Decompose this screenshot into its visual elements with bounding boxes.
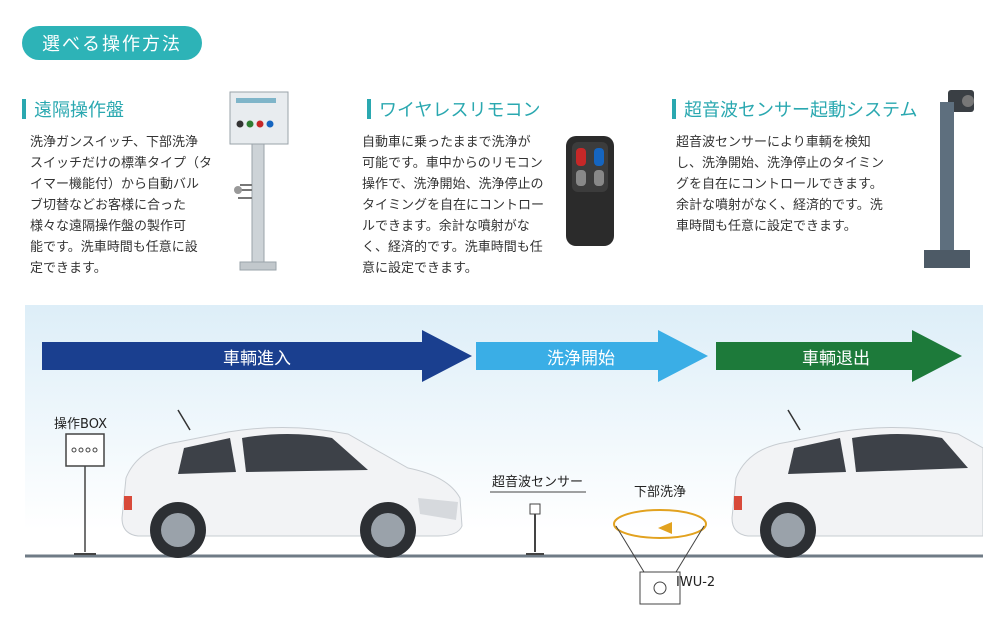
operation-box-label: 操作BOX	[54, 417, 107, 432]
step-label-vehicle-exit: 車輌退出	[802, 348, 870, 369]
section-title-text: 超音波センサー起動システム	[684, 100, 918, 121]
title-bar	[367, 99, 371, 119]
step-label-vehicle-entry: 車輌進入	[223, 348, 291, 369]
operation-box-icon	[65, 433, 105, 555]
ultrasonic-sensor-icon	[490, 491, 586, 555]
iwu-unit-label: IWU-2	[676, 575, 716, 590]
car-entering-icon	[121, 409, 463, 558]
section-description: 超音波センサーにより車輌を検知 し、洗浄開始、洗浄停止のタイミン グを自在にコン…	[676, 135, 885, 234]
title-bar	[22, 99, 26, 119]
underbody-wash-icon	[613, 509, 707, 605]
step-arrow-wash-start	[476, 330, 708, 382]
title-bar	[672, 99, 676, 119]
step-arrow-vehicle-entry	[42, 330, 472, 382]
wireless-remote-icon	[566, 136, 614, 246]
step-arrow-vehicle-exit	[716, 330, 962, 382]
section-title-wireless-remote: ワイヤレスリモコン	[367, 96, 540, 122]
section-description: 自動車に乗ったままで洗浄が 可能です。車中からのリモコン 操作で、洗浄開始、洗浄…	[362, 135, 545, 276]
section-title-remote-panel: 遠隔操作盤	[22, 96, 124, 122]
section-title-text: ワイヤレスリモコン	[379, 100, 541, 121]
car-exiting-icon	[731, 409, 983, 558]
section-title-text: 遠隔操作盤	[34, 100, 124, 121]
underbody-wash-label: 下部洗浄	[634, 485, 687, 500]
section-title-ultrasonic: 超音波センサー起動システム	[672, 96, 917, 122]
control-panel-stand-icon	[229, 91, 289, 271]
section-description: 洗浄ガンスイッチ、下部洗浄 スイッチだけの標準タイプ（タ イマー機能付）から自動…	[30, 135, 213, 276]
ultrasonic-sensor-pole-icon	[924, 90, 974, 268]
step-label-wash-start: 洗浄開始	[547, 348, 615, 369]
page-title: 選べる操作方法	[22, 26, 202, 60]
ultrasonic-sensor-label: 超音波センサー	[492, 475, 584, 490]
